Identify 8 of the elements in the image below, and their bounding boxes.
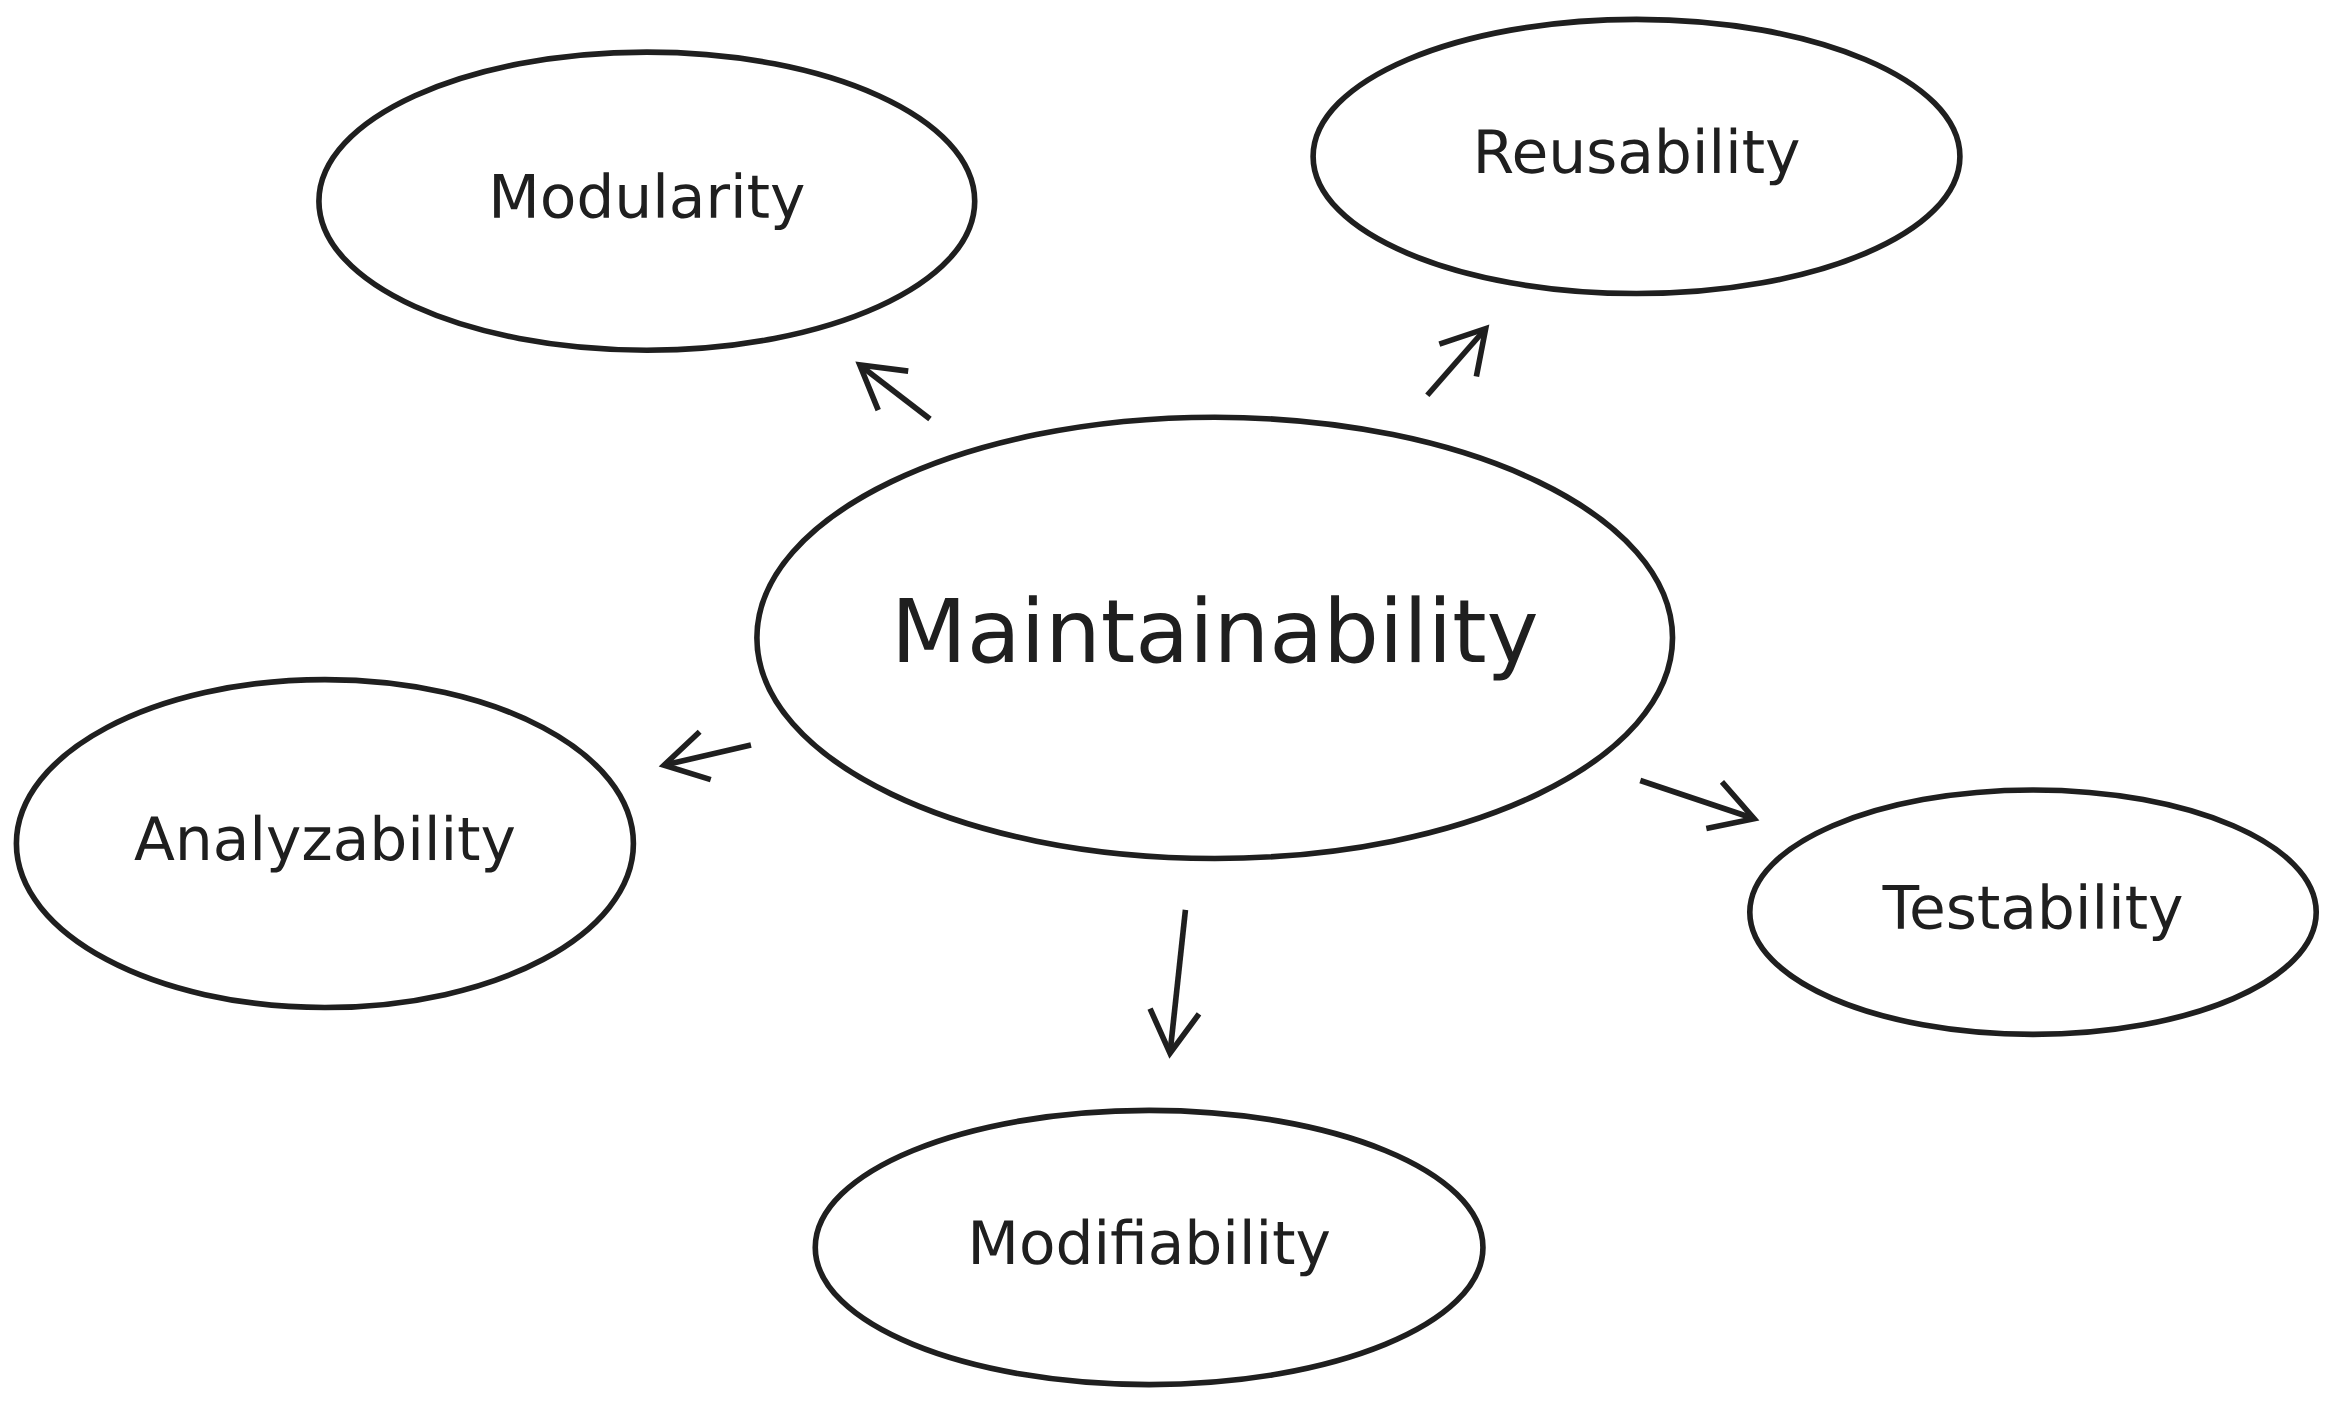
- ellipse-node: Testability: [1747, 787, 2320, 1038]
- ellipse-node: Modifiability: [812, 1107, 1486, 1388]
- arrow: [1147, 909, 1202, 1059]
- ellipse-node: Analyzability: [13, 676, 637, 1011]
- arrow: [1639, 777, 1760, 832]
- ellipse-node: Modularity: [316, 49, 978, 354]
- ellipse-node: Maintainability: [754, 414, 1676, 862]
- ellipse-node: Reusability: [1310, 16, 1963, 297]
